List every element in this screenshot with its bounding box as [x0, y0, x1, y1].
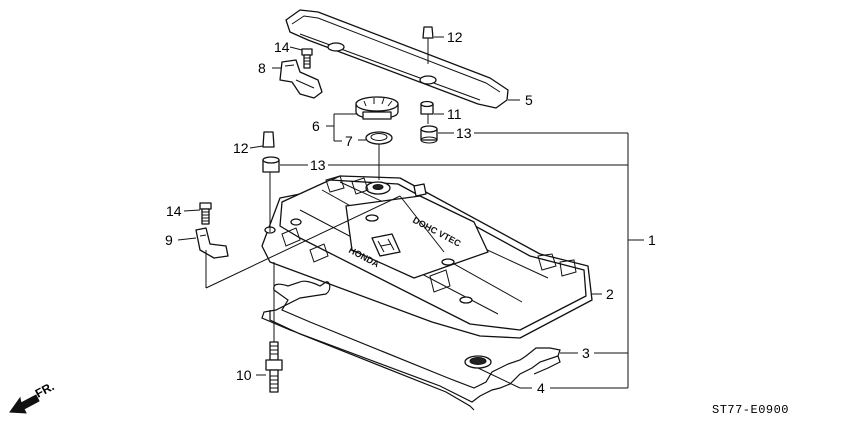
- bracket-8[interactable]: [279, 59, 323, 99]
- callout-7[interactable]: 7: [345, 133, 353, 149]
- callout-5[interactable]: 5: [525, 92, 533, 108]
- coil-cover[interactable]: [285, 9, 509, 109]
- callout-13-mid[interactable]: 13: [310, 157, 326, 173]
- callout-13-top[interactable]: 13: [456, 125, 472, 141]
- callout-3[interactable]: 3: [582, 345, 590, 361]
- oil-filler-cap[interactable]: [355, 96, 399, 120]
- callout-11[interactable]: 11: [447, 106, 462, 122]
- callout-2[interactable]: 2: [606, 286, 614, 302]
- bracket-9[interactable]: [195, 227, 229, 259]
- bolt-14-left[interactable]: [199, 202, 212, 225]
- callout-10[interactable]: 10: [236, 367, 252, 383]
- callout-4[interactable]: 4: [537, 380, 545, 396]
- cap-gasket[interactable]: [365, 131, 393, 145]
- callout-12-top[interactable]: 12: [447, 29, 463, 45]
- callout-8[interactable]: 8: [258, 60, 266, 76]
- reference-code: ST77-E0900: [712, 403, 789, 417]
- stud-bolt-10[interactable]: [265, 341, 283, 393]
- callout-14-top[interactable]: 14: [274, 39, 290, 55]
- bolt-14-top[interactable]: [301, 48, 313, 69]
- seal-washer-13-mid[interactable]: [262, 156, 280, 173]
- cover-nut-left[interactable]: [262, 131, 275, 148]
- callout-1[interactable]: 1: [648, 232, 656, 248]
- callout-6[interactable]: 6: [312, 118, 320, 134]
- cylinder-head-cover[interactable]: DOHC VTEC HONDA: [261, 175, 593, 339]
- seal-washer-13-top[interactable]: [420, 125, 438, 144]
- callout-9[interactable]: 9: [165, 232, 173, 248]
- plug-hole-seal[interactable]: [464, 355, 492, 369]
- leader-lines: [177, 36, 644, 389]
- washer-11[interactable]: [420, 100, 434, 115]
- front-direction-arrow: FR.: [9, 379, 56, 414]
- callout-14-left[interactable]: 14: [166, 203, 182, 219]
- callouts: 1 2 3 4 5 6 7 8 9 10 11 12 12 13 13 14 1…: [165, 29, 656, 396]
- cover-nut-top[interactable]: [422, 26, 434, 64]
- head-cover-gasket[interactable]: [261, 280, 561, 411]
- callout-12-left[interactable]: 12: [233, 140, 249, 156]
